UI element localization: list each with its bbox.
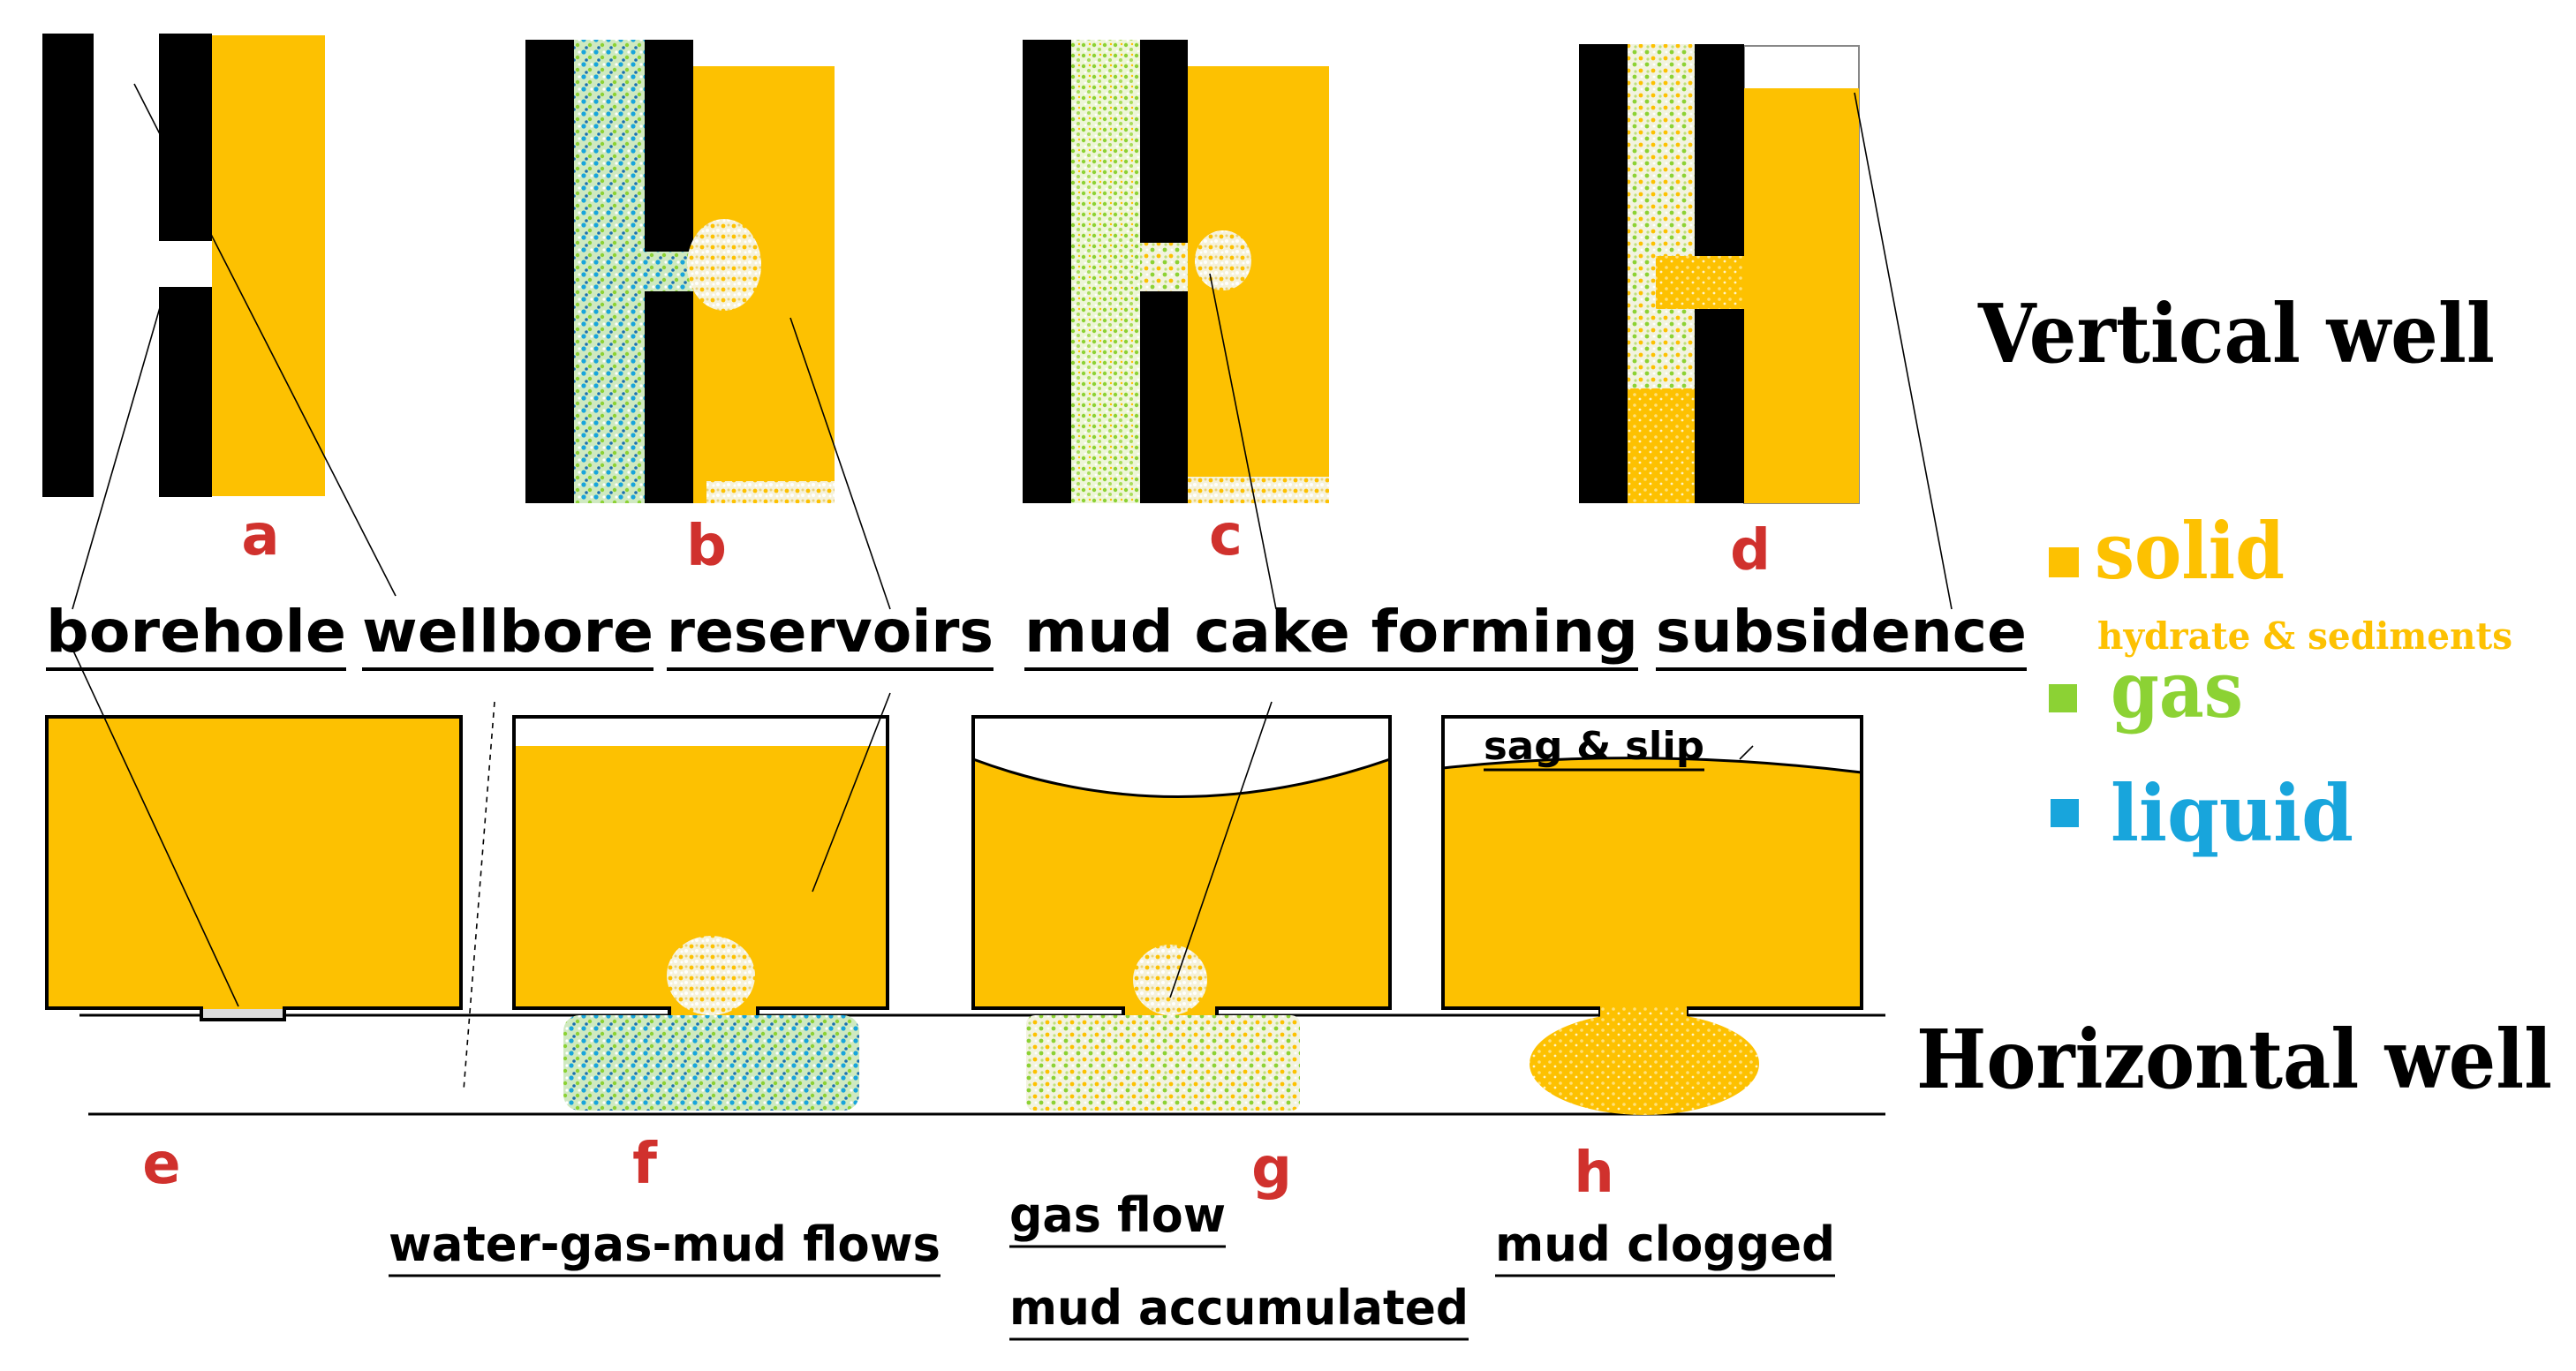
- casing-right-upper: [1140, 40, 1188, 243]
- legend-gas-swatch: [2049, 684, 2077, 712]
- panel-e: [45, 715, 463, 1021]
- letter-e: e: [142, 1132, 180, 1197]
- caption-reservoirs: reservoirs: [667, 598, 993, 666]
- captions-row: borehole wellbore reservoirs mud cake fo…: [46, 598, 2027, 666]
- casing-right-lower: [159, 287, 212, 497]
- caption-gas-flow: gas flow: [1009, 1187, 1226, 1243]
- bottom-mud: [706, 481, 835, 503]
- annulus-liquid: [574, 40, 645, 503]
- reservoir-e: [45, 715, 463, 1021]
- panel-letters: a b c d e f g h: [142, 503, 1771, 1206]
- caption-mud-accumulated: mud accumulated: [1009, 1280, 1469, 1336]
- panel-d: [1579, 44, 1860, 504]
- perforation-flow: [1140, 243, 1188, 291]
- letter-b: b: [686, 514, 727, 579]
- mud-plume: [667, 936, 755, 1015]
- caption-water-gas-mud: water-gas-mud flows: [389, 1217, 941, 1272]
- reservoir-g: [973, 759, 1390, 1020]
- casing-right-lower: [645, 291, 693, 503]
- legend-gas-label: gas: [2111, 644, 2243, 735]
- annulus-settled-mud: [1628, 388, 1695, 503]
- caption-wellbore: wellbore: [362, 598, 653, 666]
- perforation-flow: [645, 252, 693, 291]
- sag-curve-g: [972, 757, 1391, 798]
- letter-d: d: [1730, 518, 1771, 584]
- casing-right-lower: [1140, 291, 1188, 503]
- casing-right-lower: [1695, 309, 1744, 503]
- casing-left: [525, 40, 574, 503]
- letter-g: g: [1251, 1136, 1292, 1202]
- casing-left: [42, 34, 94, 497]
- letter-a: a: [241, 503, 279, 569]
- bottom-mud: [1188, 477, 1329, 503]
- caption-mud-clogged: mud clogged: [1495, 1217, 1835, 1272]
- annulus-gas: [1071, 40, 1140, 503]
- panel-g: [971, 715, 1392, 1111]
- mud-plume: [687, 219, 761, 311]
- gas-mud-flow: [1026, 1015, 1300, 1111]
- caption-sag-slip: sag & slip: [1484, 724, 1704, 769]
- headings: Vertical well Horizontal well: [1916, 286, 2552, 1107]
- panel-h: [1441, 715, 1863, 1115]
- reservoir-f: [514, 746, 888, 1020]
- caption-lower-underlines: [389, 768, 1835, 1341]
- letter-f: f: [632, 1132, 658, 1197]
- casing-right-upper: [1695, 44, 1744, 256]
- legend-liquid-swatch: [2051, 799, 2079, 827]
- water-gas-mud-flow: [563, 1015, 859, 1111]
- panel-c: [1023, 40, 1329, 503]
- legend-solid-swatch: [2049, 547, 2079, 577]
- mud-plume: [1133, 945, 1207, 1015]
- casing-left: [1023, 40, 1071, 503]
- heading-vertical-well: Vertical well: [1977, 286, 2495, 381]
- panel-f: [512, 715, 889, 1111]
- heading-horizontal-well: Horizontal well: [1916, 1012, 2552, 1107]
- perforation: [177, 241, 212, 287]
- caption-subsidence: subsidence: [1656, 598, 2027, 666]
- perforation-clogged: [1656, 256, 1744, 309]
- casing-left: [1579, 44, 1628, 503]
- letter-h: h: [1574, 1141, 1614, 1206]
- casing-right-upper: [159, 34, 212, 241]
- sag-curve-h: [1442, 757, 1862, 774]
- legend-liquid-label: liquid: [2111, 767, 2353, 859]
- caption-mud-cake: mud cake forming: [1024, 598, 1638, 666]
- mud-cake: [1195, 230, 1251, 290]
- captions-lower: sag & slip water-gas-mud flows gas flow …: [389, 724, 1835, 1336]
- legend-solid-sublabel: hydrate & sediments: [2097, 614, 2512, 658]
- panel-b: [525, 40, 835, 503]
- perforation: [203, 1009, 283, 1018]
- panel-a: [42, 34, 325, 497]
- reservoir-h: [1443, 757, 1862, 1020]
- reservoir: [212, 35, 325, 496]
- casing-right-upper: [645, 40, 693, 252]
- caption-borehole: borehole: [46, 598, 346, 666]
- reservoir-subsided: [1744, 88, 1859, 503]
- letter-c: c: [1209, 503, 1243, 569]
- legend: solid hydrate & sediments gas liquid: [2049, 505, 2512, 859]
- mud-clog: [1530, 1013, 1759, 1115]
- legend-solid-label: solid: [2095, 505, 2285, 597]
- leader-lines: [72, 45, 1953, 1091]
